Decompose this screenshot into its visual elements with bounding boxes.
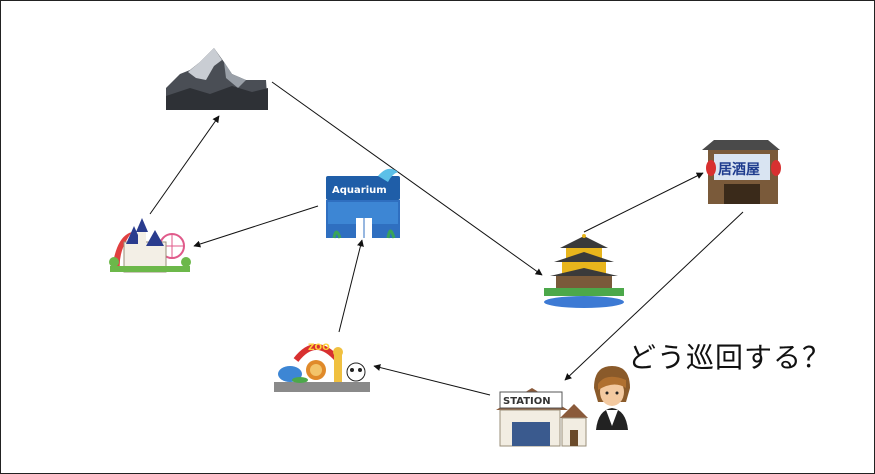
edge-pavilion-izakaya: [583, 172, 704, 233]
edge-mountain-pavilion: [271, 81, 543, 276]
zoo-icon: ZOO: [274, 343, 370, 392]
izakaya-sign: 居酒屋: [718, 162, 760, 178]
aquarium-sign: Aquarium: [332, 185, 387, 196]
aquarium-icon: Aquarium: [326, 168, 400, 239]
golden-pavilion-icon: [544, 234, 624, 308]
station-icon: STATION: [496, 388, 588, 447]
question-text: どう巡回する？: [628, 341, 832, 374]
edge-zoo-aquarium: [338, 239, 364, 333]
edge-izakaya-station: [564, 211, 744, 381]
izakaya-icon: 居酒屋: [702, 140, 781, 204]
edge-amusement-mountain: [149, 115, 220, 215]
edge-aquarium-amusement: [193, 205, 319, 248]
person-icon: [594, 366, 630, 430]
mountain-icon: [166, 48, 268, 110]
edge-station-zoo: [373, 364, 491, 396]
amusement-park-icon: [109, 218, 191, 273]
zoo-sign: ZOO: [308, 343, 330, 353]
station-sign: STATION: [503, 396, 551, 407]
edges: [149, 81, 744, 396]
